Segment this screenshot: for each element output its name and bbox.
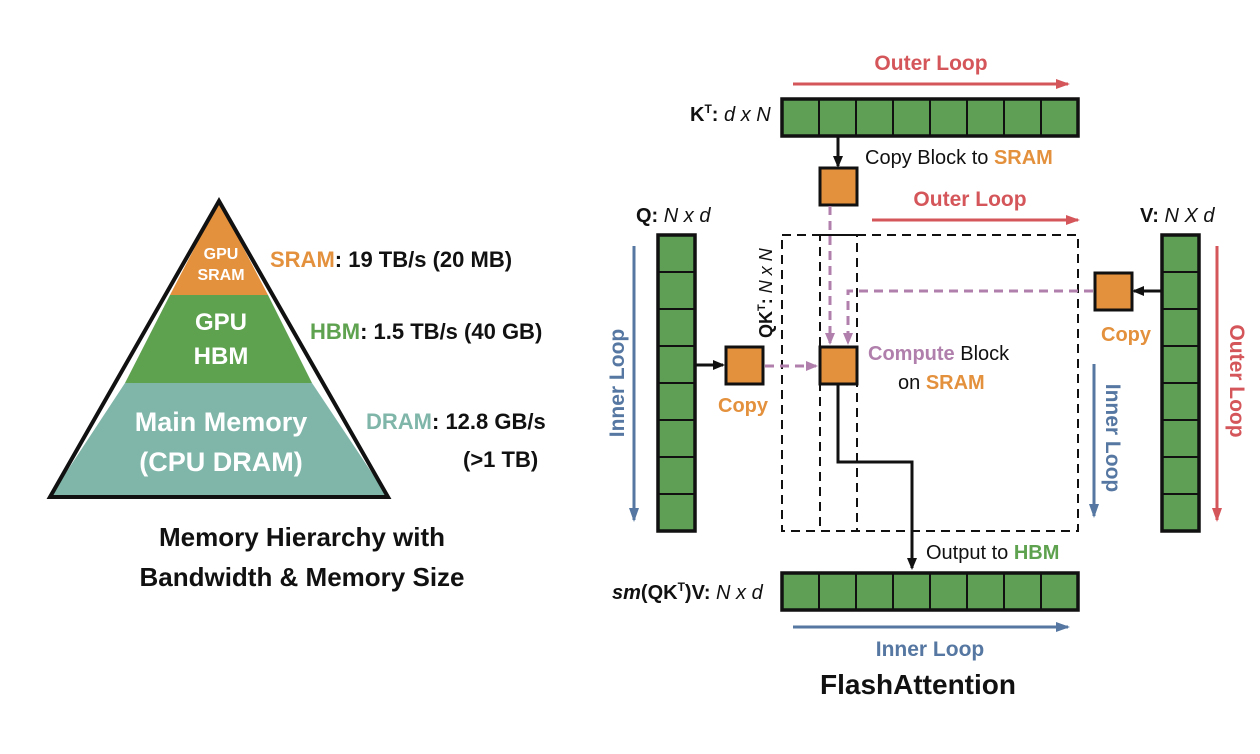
pyramid-dram-label-1: Main Memory xyxy=(135,407,308,437)
kt-block-row xyxy=(780,97,1080,138)
copy-block-label: Copy Block to SRAM xyxy=(865,147,1053,169)
hbm-spec: HBM: 1.5 TB/s (40 GB) xyxy=(310,319,542,344)
compute-block xyxy=(818,345,859,386)
qkt-label: QKT: N x N xyxy=(756,247,776,338)
q-block-5 xyxy=(657,382,696,421)
out-block-1 xyxy=(781,572,820,611)
out-block-6 xyxy=(966,572,1005,611)
q-block-8 xyxy=(657,493,696,532)
output-block-row xyxy=(780,571,1080,612)
q-sram-block xyxy=(724,345,765,386)
v-block-8 xyxy=(1161,493,1200,532)
outer-loop-mid-label: Outer Loop xyxy=(913,188,1026,211)
flashattention-diagram: KT: d x N Outer Loop Copy Block to SRAM … xyxy=(606,52,1248,700)
outer-loop-top-label: Outer Loop xyxy=(874,52,987,75)
hbm-name: HBM xyxy=(310,319,360,344)
dram-bandwidth: : 12.8 GB/s xyxy=(432,409,546,434)
kt-block-6 xyxy=(966,98,1005,137)
memory-pyramid: GPU SRAM GPU HBM Main Memory (CPU DRAM) … xyxy=(46,196,546,592)
v-block-outline xyxy=(1160,233,1201,533)
inner-loop-left-label: Inner Loop xyxy=(606,329,629,438)
pyramid-sram-label-1: GPU xyxy=(204,246,239,263)
outer-loop-right-label: Outer Loop xyxy=(1225,324,1248,437)
pyramid-hbm-label-1: GPU xyxy=(195,309,247,336)
dram-name: DRAM xyxy=(366,409,432,434)
pyramid-caption-1: Memory Hierarchy with xyxy=(159,522,445,552)
q-block-3 xyxy=(657,308,696,347)
out-block-7 xyxy=(1003,572,1042,611)
inner-loop-right-label: Inner Loop xyxy=(1101,384,1124,493)
compute-label-2: on SRAM xyxy=(898,372,985,394)
pyramid-outline xyxy=(46,196,392,499)
pyramid-dram-label-2: (CPU DRAM) xyxy=(139,447,302,477)
compute-label-1: Compute Block xyxy=(868,343,1010,365)
v-block-3 xyxy=(1161,308,1200,347)
out-block-3 xyxy=(855,572,894,611)
out-block-4 xyxy=(892,572,931,611)
pyramid-dram-tier xyxy=(50,383,388,497)
kt-block-3 xyxy=(855,98,894,137)
flow-v-to-compute xyxy=(843,289,1093,345)
kt-block-8 xyxy=(1040,98,1079,137)
kt-block-7 xyxy=(1003,98,1042,137)
dram-size: (>1 TB) xyxy=(463,447,538,472)
output-matrix-label: sm(QKT)V: N x d xyxy=(612,580,764,604)
v-block-1 xyxy=(1161,234,1200,273)
pyramid-sram-tier xyxy=(170,201,268,295)
copy-q-label: Copy xyxy=(718,395,769,417)
pyramid-hbm-label-2: HBM xyxy=(194,343,249,370)
sram-spec: SRAM: 19 TB/s (20 MB) xyxy=(270,247,512,272)
flashattention-title: FlashAttention xyxy=(820,669,1016,700)
q-block-4 xyxy=(657,345,696,384)
v-block-5 xyxy=(1161,382,1200,421)
hbm-bandwidth: : 1.5 TB/s (40 GB) xyxy=(360,319,542,344)
q-block-7 xyxy=(657,456,696,495)
v-block-6 xyxy=(1161,419,1200,458)
v-block-7 xyxy=(1161,456,1200,495)
kt-block-4 xyxy=(892,98,931,137)
pyramid-hbm-tier xyxy=(125,295,312,383)
kt-block-1 xyxy=(781,98,820,137)
q-block-outline xyxy=(656,233,697,533)
dram-spec: DRAM: 12.8 GB/s xyxy=(366,409,546,434)
v-label: V: N X d xyxy=(1140,205,1215,227)
q-block-6 xyxy=(657,419,696,458)
q-block-column xyxy=(656,233,697,533)
v-sram-block xyxy=(1093,271,1134,312)
kt-label: KT: d x N xyxy=(690,102,771,126)
v-block-2 xyxy=(1161,271,1200,310)
copy-v-label: Copy xyxy=(1101,324,1152,346)
out-block-2 xyxy=(818,572,857,611)
pyramid-sram-label-2: SRAM xyxy=(197,267,244,284)
out-block-8 xyxy=(1040,572,1079,611)
kt-block-outline xyxy=(780,97,1080,138)
q-block-1 xyxy=(657,234,696,273)
pyramid-caption-2: Bandwidth & Memory Size xyxy=(139,562,464,592)
sram-bandwidth: : 19 TB/s (20 MB) xyxy=(335,247,512,272)
out-block-outline xyxy=(780,571,1080,612)
output-label: Output to HBM xyxy=(926,542,1059,564)
kt-block-5 xyxy=(929,98,968,137)
sram-name: SRAM xyxy=(270,247,335,272)
q-block-2 xyxy=(657,271,696,310)
kt-sram-block xyxy=(818,166,859,207)
inner-loop-bottom-label: Inner Loop xyxy=(876,638,985,661)
out-block-5 xyxy=(929,572,968,611)
v-block-4 xyxy=(1161,345,1200,384)
qkt-matrix-frame xyxy=(781,234,1079,532)
v-block-column xyxy=(1160,233,1201,533)
kt-block-2 xyxy=(818,98,857,137)
q-label: Q: N x d xyxy=(636,205,711,227)
output-path xyxy=(836,385,917,570)
